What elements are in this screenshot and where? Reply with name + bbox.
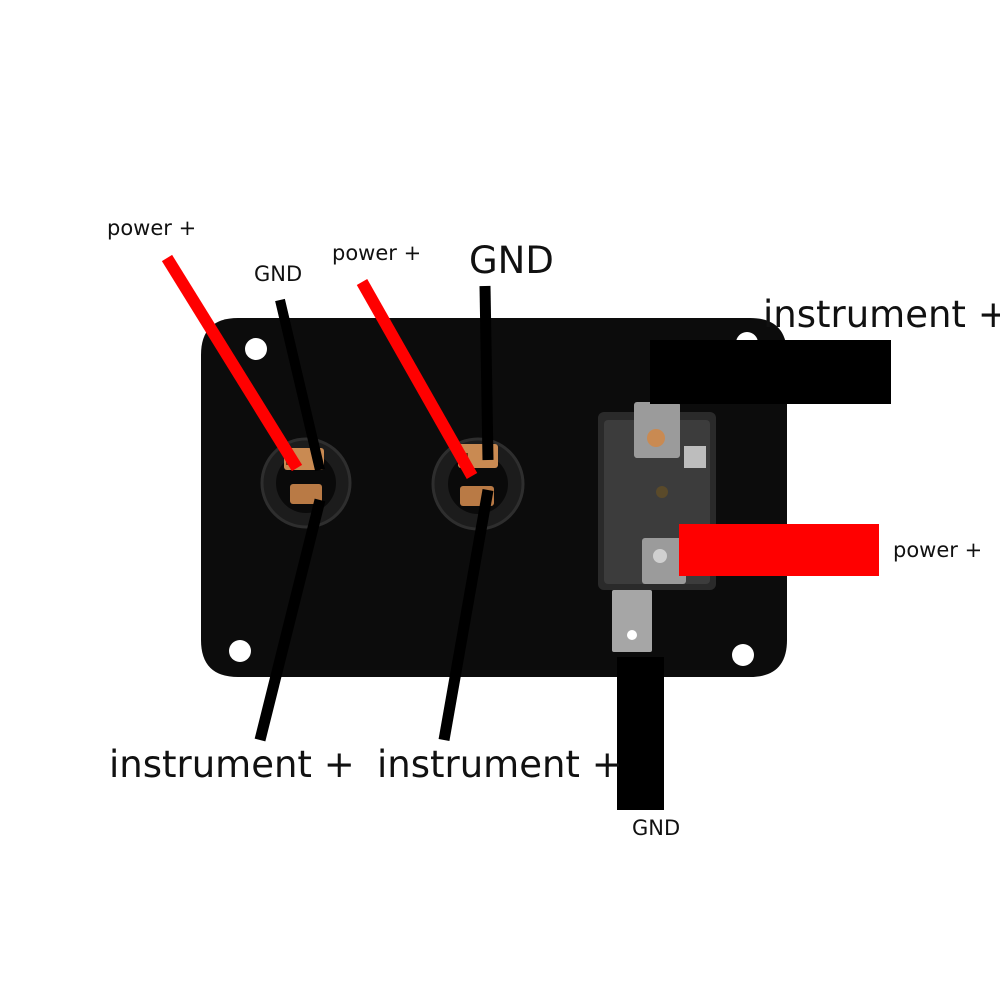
- label-power-middle: power +: [332, 241, 422, 265]
- label-instrument-switch: instrument +: [763, 293, 1000, 336]
- wire-instrument-left: [254, 498, 326, 742]
- wire-gnd-left: [275, 298, 325, 472]
- label-gnd-left: GND: [254, 262, 303, 286]
- mount-hole-bottom-right: [732, 644, 754, 666]
- wire-power-left: [161, 254, 303, 472]
- mount-hole-top-left: [245, 338, 267, 360]
- socket-left: [260, 437, 352, 529]
- wire-instrument-middle: [438, 489, 494, 741]
- label-gnd-switch: GND: [632, 816, 681, 840]
- label-gnd-middle: GND: [469, 239, 554, 282]
- wire-gnd-switch: [617, 657, 664, 810]
- label-instrument-middle: instrument +: [377, 743, 623, 786]
- wire-gnd-middle: [479, 285, 494, 461]
- mount-hole-bottom-left: [229, 640, 251, 662]
- label-power-left: power +: [107, 216, 197, 240]
- wire-power-switch: [679, 524, 879, 576]
- label-instrument-left: instrument +: [109, 743, 355, 786]
- wire-instrument-switch: [650, 340, 891, 404]
- label-power-switch: power +: [893, 538, 983, 562]
- wire-power-middle: [356, 279, 478, 479]
